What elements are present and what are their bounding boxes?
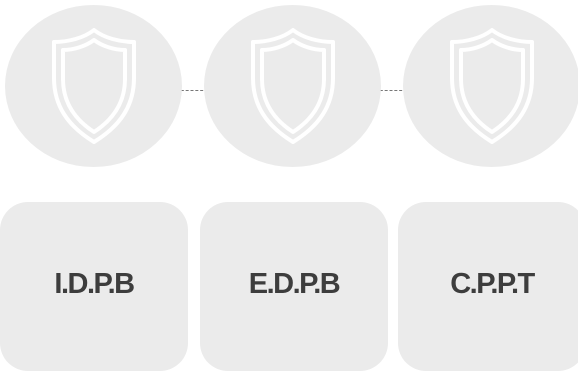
shield-icon [46, 26, 142, 146]
step-circle-3 [403, 5, 578, 167]
step-label-3: C.P.P.T [450, 268, 535, 300]
shield-icon [444, 26, 540, 146]
step-card-2: E.D.P.B [200, 202, 388, 371]
connector-line-2 [375, 90, 407, 91]
step-circle-2 [204, 5, 381, 167]
shield-icon [245, 26, 341, 146]
step-card-3: C.P.P.T [398, 202, 578, 371]
step-label-2: E.D.P.B [248, 268, 341, 300]
step-circle-1 [5, 5, 182, 167]
step-card-1: I.D.P.B [0, 202, 188, 371]
step-label-1: I.D.P.B [54, 268, 135, 300]
connector-line-1 [176, 90, 208, 91]
